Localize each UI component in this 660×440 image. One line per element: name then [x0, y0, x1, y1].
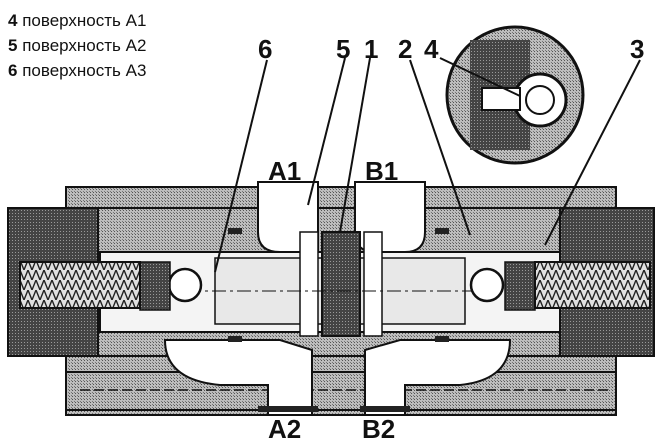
callout-1: 1 [364, 34, 378, 64]
legend-item-a3: 6 поверхность A3 [8, 58, 146, 83]
legend-item-a1: 4 поверхность A1 [8, 8, 146, 33]
callouts: 6 5 1 2 4 3 [258, 34, 644, 64]
legend-text: поверхность A1 [22, 11, 147, 30]
legend-number: 5 [8, 36, 18, 55]
legend-text: поверхность A2 [22, 36, 147, 55]
legend-number: 6 [8, 61, 18, 80]
legend-text: поверхность A3 [22, 61, 147, 80]
port-label-a1: A1 [268, 156, 301, 186]
callout-5: 5 [336, 34, 350, 64]
legend: 4 поверхность A1 5 поверхность A2 6 пове… [8, 8, 146, 83]
port-label-a2: A2 [268, 414, 301, 440]
left-ball [167, 267, 203, 303]
legend-item-a2: 5 поверхность A2 [8, 33, 146, 58]
port-a2-channel [163, 339, 313, 416]
spool-land [321, 231, 361, 337]
right-thread [534, 261, 651, 309]
port-b2-channel [364, 339, 512, 416]
right-ball [469, 267, 505, 303]
left-thread [19, 261, 141, 309]
port-label-b2: B2 [362, 414, 395, 440]
port-labels: A1 B1 A2 B2 [268, 156, 398, 440]
callout-3: 3 [630, 34, 644, 64]
callout-2: 2 [398, 34, 412, 64]
legend-number: 4 [8, 11, 18, 30]
seals [228, 228, 449, 412]
leader-lines [214, 57, 641, 273]
spool-assembly [99, 231, 561, 337]
callout-4: 4 [424, 34, 439, 64]
callout-6: 6 [258, 34, 272, 64]
port-label-b1: B1 [365, 156, 398, 186]
detail-magnifier [445, 25, 585, 165]
